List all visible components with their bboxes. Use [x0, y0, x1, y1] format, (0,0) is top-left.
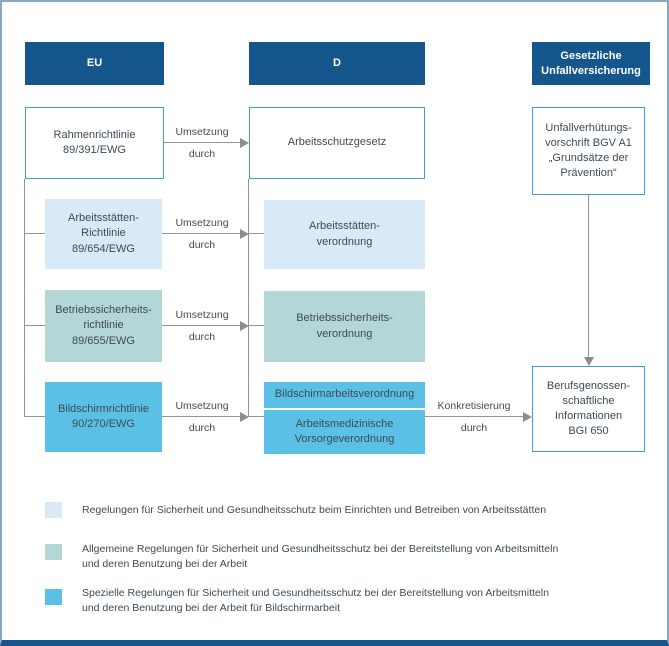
legend-text-2: Allgemeine Regelungen für Sicherheit und…	[82, 543, 559, 570]
d-tree-branch-3	[249, 416, 264, 417]
arrow-line-umsetzung-4	[162, 416, 241, 417]
legend-swatch-bright-blue	[45, 589, 62, 605]
eu-tree-branch-3	[25, 416, 45, 417]
box-rahmenrichtlinie: Rahmenrichtlinie 89/391/EWG	[25, 107, 164, 179]
box-arbeitsstaettenverordnung: Arbeitsstätten- verordnung	[264, 200, 425, 269]
box-unfallverhuetungsvorschrift: Unfallverhütungs- vorschrift BGV A1 „Gru…	[532, 107, 645, 195]
legend-text-1: Regelungen für Sicherheit und Gesundheit…	[82, 504, 547, 516]
umsetzung-word: Umsetzung	[175, 400, 229, 412]
box-arbeitsschutzgesetz: Arbeitsschutzgesetz	[249, 107, 425, 179]
label-umsetzung-1: Umsetzung durch	[162, 126, 242, 160]
umsetzung-word: Umsetzung	[175, 217, 229, 229]
box-bildschirmrichtlinie: Bildschirmrichtlinie 90/270/EWG	[45, 382, 162, 452]
label-umsetzung-2: Umsetzung durch	[162, 217, 242, 251]
legend-swatch-teal	[45, 544, 62, 560]
header-d: D	[249, 42, 425, 85]
eu-tree-vertical-line	[24, 179, 25, 417]
eu-tree-branch-2	[25, 325, 45, 326]
box-bgi-650: Berufsgenossen- schaftliche Informatione…	[532, 366, 645, 452]
durch-word: durch	[188, 148, 216, 160]
d-tree-vertical-line	[248, 179, 249, 417]
label-konkretisierung: Konkretisierung durch	[425, 400, 523, 434]
box-betriebssicherheits-richtlinie: Betriebssicherheits- richtlinie 89/655/E…	[45, 290, 162, 362]
eu-tree-branch-1	[25, 233, 45, 234]
durch-word: durch	[188, 422, 216, 434]
arrow-line-umsetzung-2	[162, 233, 241, 234]
d-tree-branch-1	[249, 233, 264, 234]
header-eu: EU	[25, 42, 164, 85]
arrow-line-umsetzung-3	[162, 325, 241, 326]
durch-word: durch	[188, 331, 216, 343]
insurance-arrow-line	[588, 195, 589, 358]
box-bildschirmarbeitsverordnung: Bildschirmarbeitsverordnung	[264, 382, 425, 408]
arrowhead-umsetzung-1-icon	[240, 138, 249, 148]
legend-text-3: Spezielle Regelungen für Sicherheit und …	[82, 587, 549, 614]
box-betriebssicherheitsverordnung: Betriebssicherheits- verordnung	[264, 291, 425, 362]
header-gesetzliche-unfallversicherung: Gesetzliche Unfallversicherung	[532, 42, 650, 85]
durch-word: durch	[460, 422, 488, 434]
label-umsetzung-3: Umsetzung durch	[162, 309, 242, 343]
umsetzung-word: Umsetzung	[175, 309, 229, 321]
konkretisierung-word: Konkretisierung	[437, 400, 511, 412]
legend-swatch-light-blue	[45, 502, 62, 518]
umsetzung-word: Umsetzung	[175, 126, 229, 138]
arrowhead-konkretisierung-icon	[523, 412, 532, 422]
arrowhead-umsetzung-3-icon	[240, 321, 249, 331]
arrow-line-umsetzung-1	[164, 142, 241, 143]
arrowhead-umsetzung-2-icon	[240, 229, 249, 239]
durch-word: durch	[188, 239, 216, 251]
d-tree-branch-2	[249, 325, 264, 326]
arrowhead-umsetzung-4-icon	[240, 412, 249, 422]
box-arbeitsmedizinische-vorsorgeverordnung: Arbeitsmedizinische Vorsorgeverordnung	[264, 410, 425, 454]
arrow-line-konkretisierung	[425, 416, 523, 417]
box-arbeitsstaetten-richtlinie: Arbeitsstätten- Richtlinie 89/654/EWG	[45, 199, 162, 269]
arrowhead-down-icon	[584, 357, 594, 366]
label-umsetzung-4: Umsetzung durch	[162, 400, 242, 434]
